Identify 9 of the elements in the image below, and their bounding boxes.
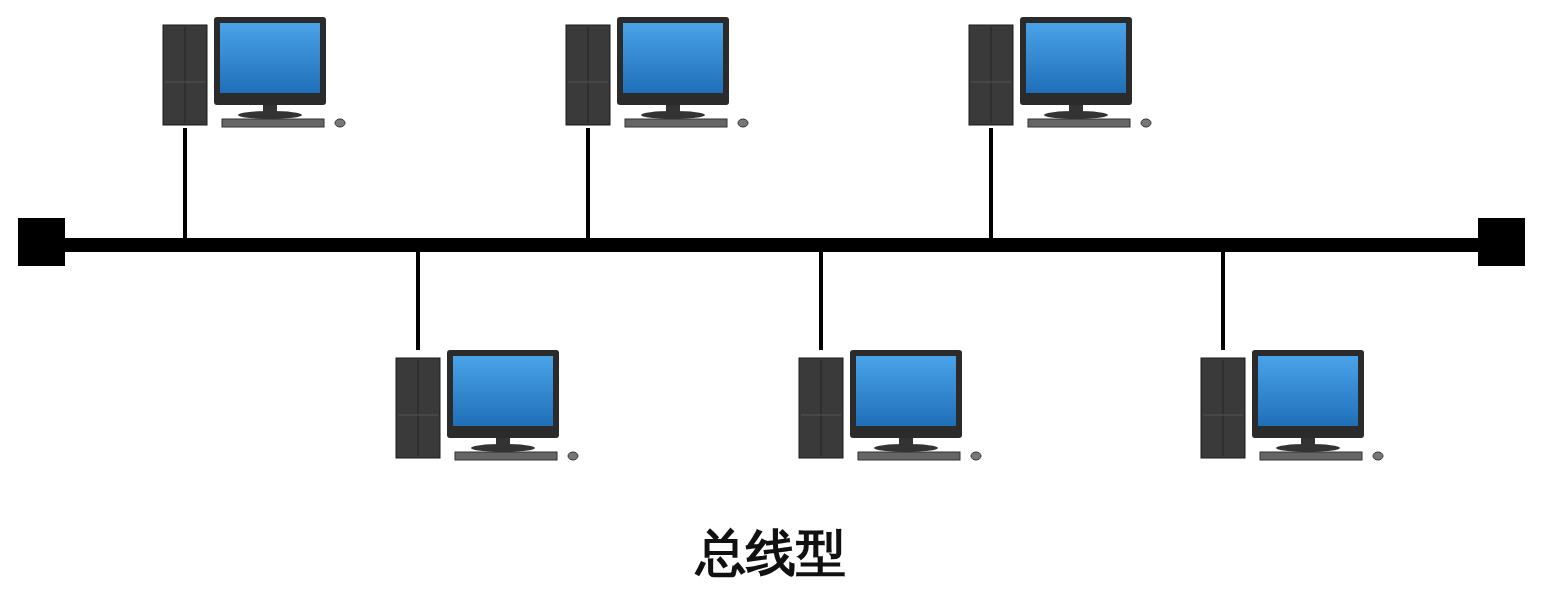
cable-line	[1221, 252, 1225, 350]
cable-line	[183, 128, 187, 238]
cable-line	[989, 128, 993, 238]
terminator-block	[1478, 218, 1525, 266]
caption: 总线型	[696, 524, 846, 582]
cable-line	[416, 252, 420, 350]
cable-line	[819, 252, 823, 350]
terminator-block	[18, 218, 65, 266]
cable-line	[586, 128, 590, 238]
